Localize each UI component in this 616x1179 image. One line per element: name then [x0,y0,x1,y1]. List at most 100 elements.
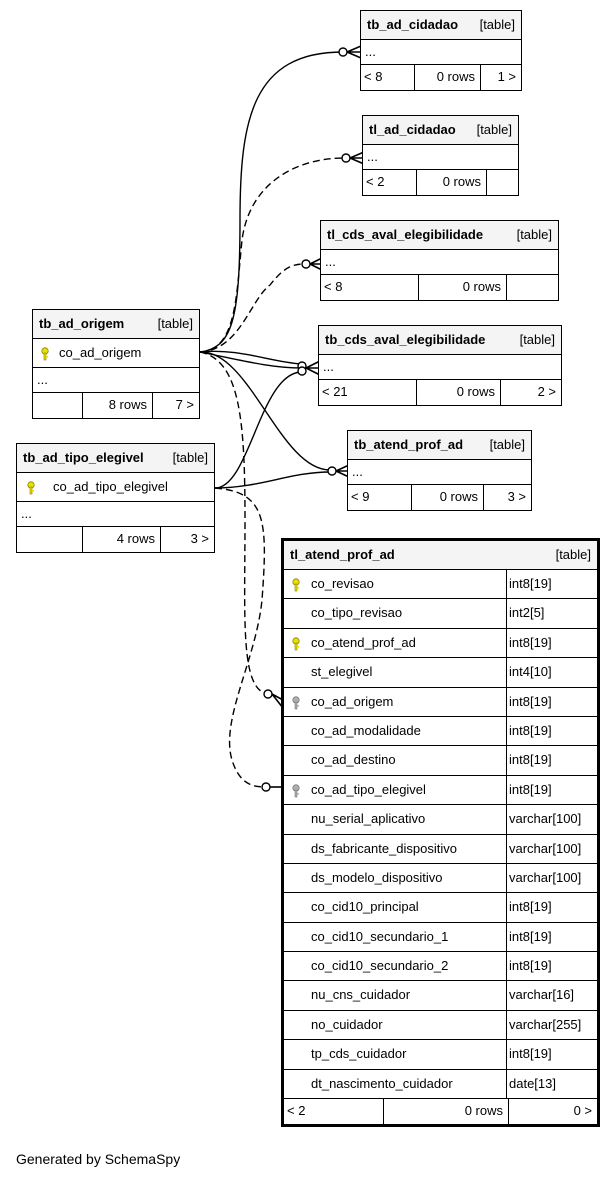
more-columns: ... [37,372,48,387]
column-name: co_tipo_revisao [311,605,403,621]
more-columns: ... [352,464,363,479]
more-columns: ... [325,254,336,269]
column-divider [506,805,507,834]
column-type: int8[19] [509,928,552,944]
foreign-key-icon [292,784,300,798]
column-type: date[13] [509,1075,556,1091]
primary-key-icon [27,481,35,495]
table-tb_ad_tipo_elegivel[interactable]: tb_ad_tipo_elegivel[table] co_ad_tipo_el… [16,443,215,553]
column-divider [506,1069,507,1099]
column-type: varchar[100] [509,869,582,885]
column-row[interactable]: co_cid10_secundario_2 int8[19] [284,952,597,982]
table-tl_cds_aval_elegibilidade[interactable]: tl_cds_aval_elegibilidade[table] ... < 8… [320,220,559,301]
column-name: st_elegivel [311,664,373,680]
column-divider [506,746,507,775]
column-type: int8[19] [509,1046,552,1062]
parents-count: < 2 [366,174,385,189]
table-tb_cds_aval_elegibilidade[interactable]: tb_cds_aval_elegibilidade[table] ... < 2… [318,325,562,406]
more-columns: ... [21,506,32,521]
column-divider [506,599,507,628]
table-name: tl_cds_aval_elegibilidade [327,227,484,242]
column-name: tp_cds_cuidador [311,1046,407,1062]
generated-by-footer: Generated by SchemaSpy [16,1151,181,1167]
table-name: tb_ad_tipo_elegivel [23,450,144,465]
parents-count: < 8 [364,69,383,84]
column-divider [506,834,507,863]
column-name: co_cid10_secundario_2 [311,958,449,974]
column-row[interactable]: tp_cds_cuidador int8[19] [284,1040,597,1070]
column-row[interactable]: nu_cns_cuidador varchar[16] [284,981,597,1011]
children-count: 7 > [175,397,194,412]
edge-tipo-tb_atend [214,471,331,489]
table-name: tb_ad_cidadao [367,17,459,32]
column-row[interactable]: co_cid10_secundario_1 int8[19] [284,922,597,953]
row-count: 0 rows [464,1103,503,1119]
column-type: varchar[16] [509,987,575,1003]
column-type: int2[5] [509,605,545,621]
table-type: [table] [519,332,555,347]
table-type: [table] [172,450,208,465]
children-count: 0 > [573,1103,592,1119]
column-divider [506,775,507,805]
column-divider [506,893,507,922]
edge-origem-tl_atend [199,351,269,695]
column-type: int8[19] [509,576,552,591]
parents-count: < 9 [351,489,370,504]
column-name: co_revisao [311,576,374,591]
column-divider [506,628,507,658]
column-name: co_ad_origem [59,345,142,360]
table-name: tb_ad_origem [39,316,125,331]
table-name: tb_atend_prof_ad [354,437,464,452]
column-name: co_cid10_secundario_1 [311,928,449,944]
column-type: int8[19] [509,958,552,974]
column-divider [506,922,507,952]
column-row[interactable]: co_tipo_revisao int2[5] [284,599,597,629]
column-type: int8[19] [509,752,552,768]
edge-origem-tl_cds_aval [199,263,305,353]
parents-count: < 8 [324,279,343,294]
edge-tipo-tl_atend [214,487,267,788]
row-count: 0 rows [462,279,501,294]
column-list: co_revisao int8[19] co_tipo_revisao int2[5]… [284,570,597,1100]
row-count: 4 rows [116,531,155,546]
primary-key-icon [292,637,300,651]
parents-count: < 21 [322,384,348,399]
table-tb_ad_origem[interactable]: tb_ad_origem[table] co_ad_origem ... 8 r… [32,309,200,419]
table-type: [table] [479,17,515,32]
column-name: ds_fabricante_dispositivo [311,840,457,856]
column-name: co_ad_origem [311,693,394,709]
table-type: [table] [555,547,591,562]
column-type: int8[19] [509,722,552,738]
column-divider [506,687,507,716]
column-divider [506,658,507,687]
row-count: 0 rows [436,69,475,84]
edge-origem-tl_ad_cidadao [199,157,345,353]
column-row[interactable]: co_revisao int8[19] [284,570,597,600]
column-name: nu_serial_aplicativo [311,811,426,827]
primary-key-icon [292,578,300,592]
edge-origem-tb_cds_aval [199,351,303,369]
edge-tipo-tb_cds_aval [214,371,303,489]
column-name: no_cuidador [311,1016,383,1032]
column-name: co_atend_prof_ad [311,634,416,650]
column-name: nu_cns_cuidador [311,987,411,1003]
row-count: 0 rows [456,384,495,399]
column-row[interactable]: co_atend_prof_ad int8[19] [284,628,597,659]
column-type: int8[19] [509,634,552,650]
